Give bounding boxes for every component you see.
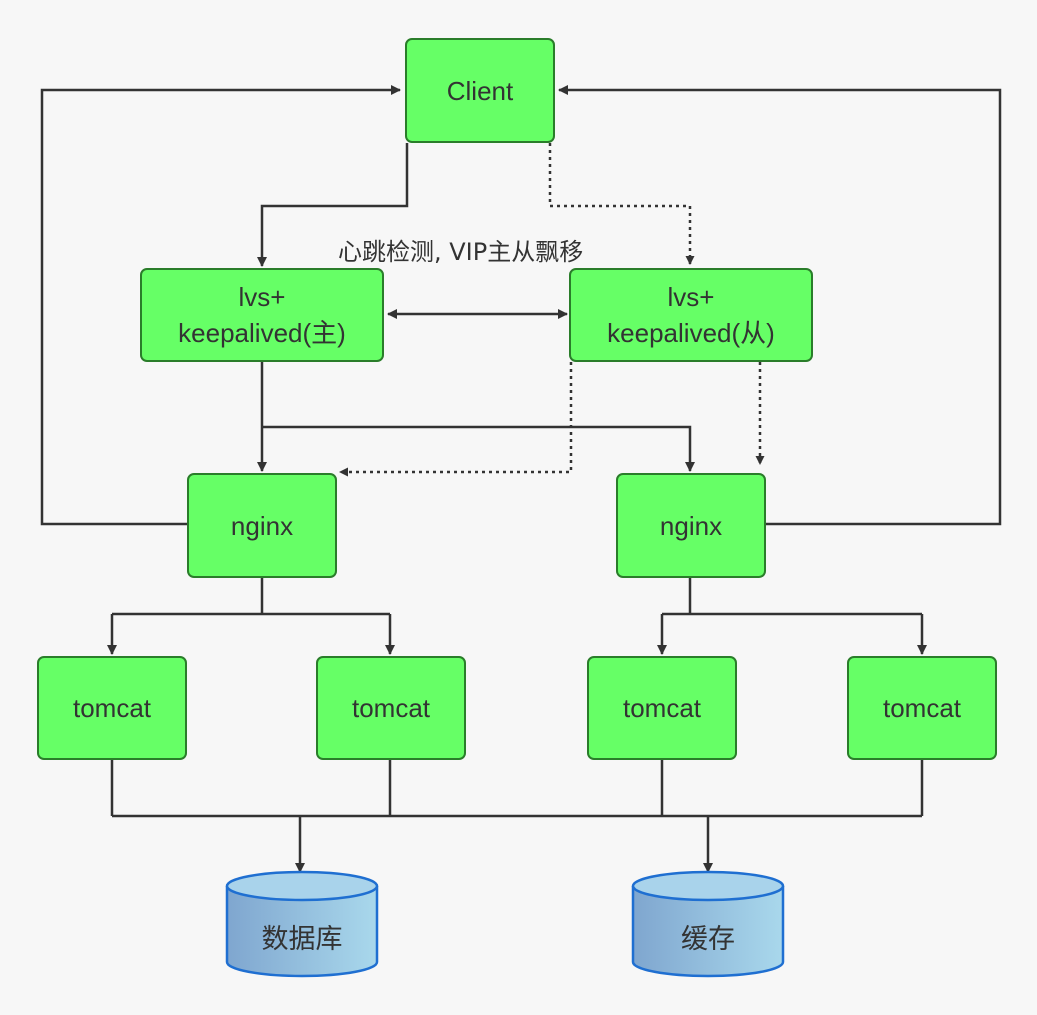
edge-lvs-backup-to-nginx-left [339, 362, 573, 477]
database-label: 数据库 [261, 923, 343, 955]
edge-client-to-lvs-master [257, 143, 409, 267]
cache-label: 缓存 [681, 923, 735, 955]
nginx-left-node: nginx [187, 473, 337, 578]
tomcat-node-1: tomcat [37, 656, 187, 760]
cache-cylinder-shape [631, 870, 785, 978]
edge-tomcat-bus [110, 760, 924, 818]
lvs-backup-node: lvs+ keepalived(从) [569, 268, 813, 362]
tomcat-node-3: tomcat [587, 656, 737, 760]
edge-nginx-left-bus [112, 578, 390, 616]
lvs-master-node: lvs+ keepalived(主) [140, 268, 384, 362]
tomcat-node-2: tomcat [316, 656, 466, 760]
nginx-right-node: nginx [616, 473, 766, 578]
edge-nginx-right-bus [662, 578, 922, 616]
edge-lvs-to-nginx-right [262, 425, 695, 472]
database-cylinder-shape [225, 870, 379, 978]
edge-nginx-left-to-client [40, 85, 401, 526]
client-node: Client [405, 38, 555, 143]
tomcat-node-4: tomcat [847, 656, 997, 760]
edge-client-to-lvs-backup [548, 143, 695, 265]
heartbeat-label: 心跳检测, VIP主从飘移 [338, 238, 584, 266]
edge-nginx-right-to-client [558, 85, 1002, 526]
